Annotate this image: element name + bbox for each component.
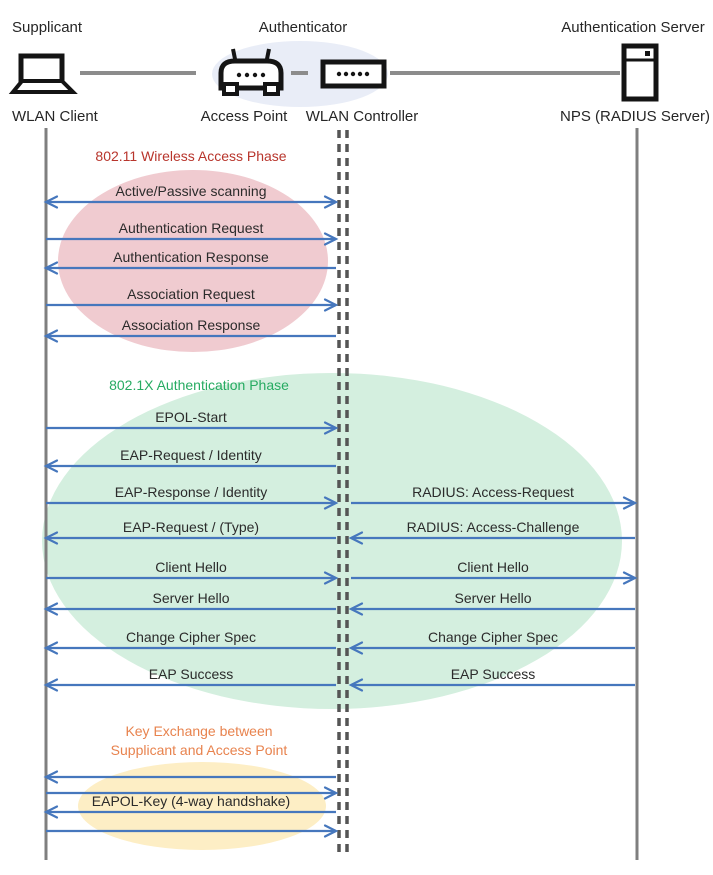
message-layer: 802.11 Wireless Access Phase 802.1X Authe… — [43, 148, 638, 838]
phase-ellipse-802.1x-authentication-phase — [42, 373, 622, 709]
access-point-label: Access Point — [200, 108, 288, 125]
message-left: Authentication Response — [43, 249, 336, 275]
message-left: EAP-Response / Identity — [46, 484, 339, 510]
authentication-server-role-label: Authentication Server — [561, 19, 705, 36]
authenticator-role-label: Authenticator — [258, 19, 348, 36]
phase-title-key-exchange-phase: Key Exchange between — [125, 723, 272, 739]
arrowhead-right-icon — [323, 421, 339, 435]
message-label: Server Hello — [454, 590, 531, 606]
arrowhead-right-icon — [622, 496, 638, 510]
arrowhead-left-icon — [348, 641, 364, 655]
arrowhead-right-icon — [323, 298, 339, 312]
arrowhead-left-icon — [43, 805, 59, 819]
message-label: Change Cipher Spec — [126, 629, 256, 645]
message-right: RADIUS: Access-Challenge — [348, 519, 635, 545]
arrowhead-right-icon — [323, 496, 339, 510]
message-label: Active/Passive scanning — [116, 183, 267, 199]
lifeline-layer — [44, 128, 639, 860]
message-label: RADIUS: Access-Challenge — [407, 519, 580, 535]
message-right: Change Cipher Spec — [348, 629, 635, 655]
message-left: EAP-Request / (Type) — [43, 519, 336, 545]
arrowhead-right-icon — [323, 232, 339, 246]
arrowhead-right-icon — [323, 571, 339, 585]
laptop-icon — [8, 53, 78, 94]
message-left: EAP Success — [43, 666, 336, 692]
message-left: Change Cipher Spec — [43, 629, 336, 655]
message-label: EAPOL-Key (4-way handshake) — [92, 793, 290, 809]
message-label: RADIUS: Access-Request — [412, 484, 574, 500]
arrowhead-right-icon — [323, 786, 339, 800]
message-left: EAPOL-Key (4-way handshake) — [43, 793, 336, 819]
arrowhead-left-icon — [348, 531, 364, 545]
arrowhead-left-icon — [43, 770, 59, 784]
message-label: Server Hello — [152, 590, 229, 606]
message-label: Client Hello — [155, 559, 227, 575]
message-right: EAP Success — [348, 666, 635, 692]
message-left: EPOL-Start — [46, 409, 339, 435]
arrowhead-left-icon — [43, 459, 59, 473]
arrowhead-left-icon — [43, 329, 59, 343]
message-label: Authentication Response — [113, 249, 269, 265]
message-label: EAP Success — [149, 666, 234, 682]
message-left: EAP-Request / Identity — [43, 447, 336, 473]
message-label: Change Cipher Spec — [428, 629, 558, 645]
server-icon — [621, 43, 659, 102]
phase-ellipse-802.11-wireless-access-phase — [58, 170, 328, 352]
arrowhead-left-icon — [43, 195, 59, 209]
arrowhead-left-icon — [43, 678, 59, 692]
phase-title-802.1x-authentication-phase: 802.1X Authentication Phase — [109, 377, 289, 393]
message-label: EPOL-Start — [155, 409, 227, 425]
message-left: Authentication Request — [46, 220, 339, 246]
message-label: Association Response — [122, 317, 261, 333]
message-left: Client Hello — [46, 559, 339, 585]
message-label: EAP Success — [451, 666, 536, 682]
message-left — [43, 770, 336, 784]
arrowhead-left-icon — [43, 641, 59, 655]
arrowhead-left-icon — [43, 602, 59, 616]
wlan-controller-label: WLAN Controller — [305, 108, 419, 125]
message-label: Client Hello — [457, 559, 529, 575]
message-label: EAP-Response / Identity — [115, 484, 268, 500]
phase-title-key-exchange-phase: Supplicant and Access Point — [111, 742, 288, 758]
message-right: RADIUS: Access-Request — [351, 484, 638, 510]
phase-ellipse-key-exchange-phase — [78, 762, 326, 850]
message-right: Client Hello — [351, 559, 638, 585]
arrowhead-left-icon — [43, 261, 59, 275]
arrowhead-right-icon — [323, 824, 339, 838]
message-left: Server Hello — [43, 590, 336, 616]
wireless-router-icon — [218, 48, 284, 96]
controller-box-icon — [320, 59, 387, 89]
wlan-client-label: WLAN Client — [12, 108, 98, 125]
message-left — [46, 824, 339, 838]
arrowhead-left-icon — [348, 602, 364, 616]
nps-radius-server-label: NPS (RADIUS Server) — [559, 108, 711, 125]
phase-title-802.11-wireless-access-phase: 802.11 Wireless Access Phase — [95, 148, 286, 164]
message-left: Association Request — [46, 286, 339, 312]
message-label: EAP-Request / (Type) — [123, 519, 259, 535]
arrowhead-right-icon — [622, 571, 638, 585]
message-right: Server Hello — [348, 590, 635, 616]
message-left: Active/Passive scanning — [43, 183, 339, 209]
message-label: EAP-Request / Identity — [120, 447, 262, 463]
phase-ellipse-layer — [42, 170, 622, 850]
message-left: Association Response — [43, 317, 336, 343]
message-left — [46, 786, 339, 800]
arrowhead-left-icon — [348, 678, 364, 692]
message-label: Association Request — [127, 286, 255, 302]
arrowhead-left-icon — [43, 531, 59, 545]
message-label: Authentication Request — [119, 220, 264, 236]
arrowhead-right-icon — [323, 195, 339, 209]
supplicant-role-label: Supplicant — [12, 19, 83, 36]
